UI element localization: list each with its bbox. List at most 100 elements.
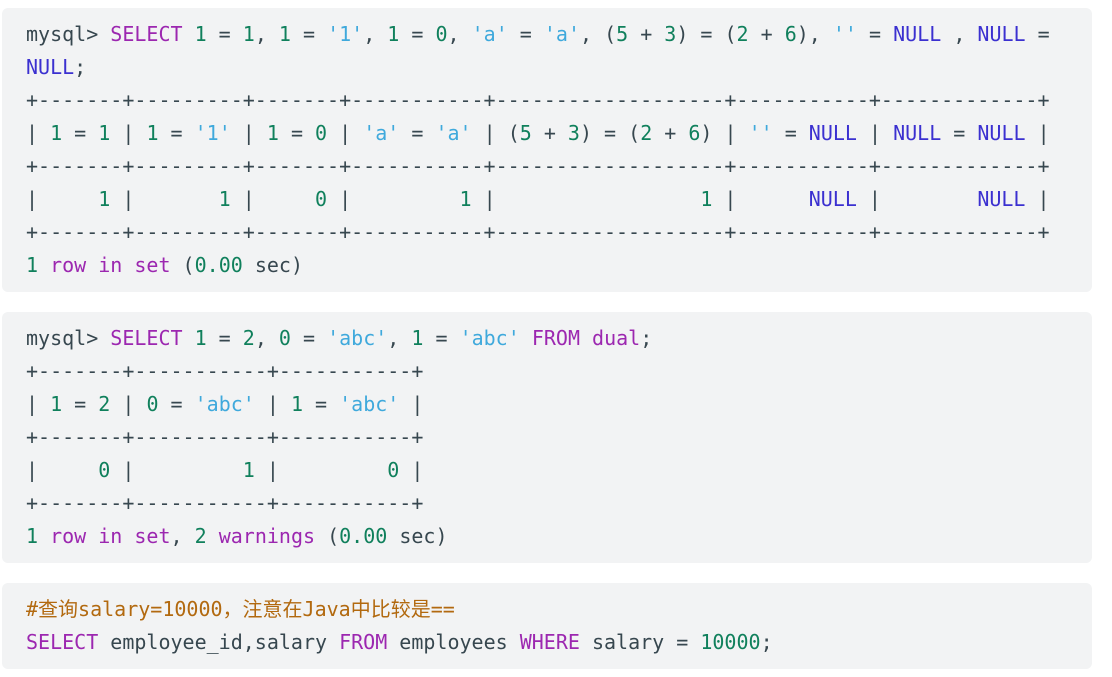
code-token: | — [1025, 187, 1050, 211]
code-token: 0 — [387, 458, 400, 482]
code-token: 'a' — [363, 121, 400, 145]
code-token: SELECT — [110, 326, 183, 350]
code-token: 1 — [146, 121, 159, 145]
code-token: row in set — [50, 253, 171, 277]
code-token: + — [531, 121, 568, 145]
code-token: | — [471, 187, 701, 211]
code-token: | — [399, 458, 424, 482]
code-token: 1 — [242, 458, 255, 482]
code-token: salary = — [579, 630, 701, 654]
code-token: WHERE — [519, 630, 580, 654]
code-token: | — [399, 392, 424, 416]
code-token: employees — [387, 630, 520, 654]
code-token: = — [62, 392, 99, 416]
code-token: 0 — [435, 22, 448, 46]
code-token: = — [399, 22, 436, 46]
code-block-dual-comparison: mysql> SELECT 1 = 2, 0 = 'abc', 1 = 'abc… — [2, 312, 1092, 563]
code-token: | ( — [471, 121, 520, 145]
code-token: 'abc' — [327, 326, 388, 350]
code-token: = — [507, 22, 544, 46]
code-token: 1 — [26, 524, 39, 548]
code-token: , ( — [579, 22, 617, 46]
code-token: | — [856, 121, 894, 145]
code-token: 'abc' — [194, 392, 255, 416]
code-token: +-------+---------+-------+-----------+-… — [26, 154, 1050, 178]
code-token: , — [254, 22, 279, 46]
code-token: , — [254, 326, 279, 350]
code-block-salary-query: #查询salary=10000，注意在Java中比较是== SELECT emp… — [2, 583, 1092, 669]
code-token: 2 — [194, 524, 207, 548]
code-token: NULL — [26, 55, 75, 79]
code-token: sec) — [242, 253, 303, 277]
code-token: '' — [748, 121, 773, 145]
code-token: FROM — [339, 630, 388, 654]
code-token: = — [158, 121, 195, 145]
code-token: NULL — [893, 121, 942, 145]
code-token: = — [206, 22, 243, 46]
code-token: | — [26, 187, 99, 211]
code-token: ( — [170, 253, 195, 277]
code-token: employee_id,salary — [98, 630, 340, 654]
code-token: NULL — [893, 22, 942, 46]
code-token: ; — [74, 55, 87, 79]
code-token: +-------+-----------+-----------+ — [26, 359, 424, 383]
code-token — [520, 326, 532, 350]
code-token: 'a' — [543, 22, 580, 46]
code-token: | — [254, 458, 388, 482]
code-token: 0.00 — [194, 253, 243, 277]
code-token: +-------+---------+-------+-----------+-… — [26, 88, 1050, 112]
code-token: , — [363, 22, 388, 46]
code-token: = — [1025, 22, 1050, 46]
code-token: mysql> — [26, 22, 111, 46]
code-token: ; — [760, 630, 773, 654]
code-token: = — [423, 326, 460, 350]
code-token: , — [387, 326, 412, 350]
code-token: 1 — [218, 187, 231, 211]
code-token: , — [170, 524, 195, 548]
code-token — [207, 524, 219, 548]
code-token: = — [206, 326, 243, 350]
code-token: 1 — [411, 326, 424, 350]
code-token: + — [748, 22, 785, 46]
code-token: ) | — [700, 121, 749, 145]
code-token: ) = ( — [676, 22, 737, 46]
code-token: FROM — [531, 326, 580, 350]
code-token: dual — [592, 326, 641, 350]
code-token: 'a' — [471, 22, 508, 46]
code-token: | — [230, 121, 267, 145]
code-token — [38, 253, 50, 277]
code-token: mysql> — [26, 326, 111, 350]
code-token: = — [941, 121, 978, 145]
code-token: 0 — [98, 458, 111, 482]
code-token: 3 — [664, 22, 677, 46]
code-token: NULL — [977, 121, 1026, 145]
code-token: = — [278, 121, 316, 145]
code-token: = — [290, 22, 328, 46]
code-token: NULL — [977, 22, 1026, 46]
code-token: NULL — [808, 121, 857, 145]
code-token: 0 — [315, 187, 328, 211]
code-token: | — [26, 458, 99, 482]
code-token: + — [628, 22, 665, 46]
code-token: | — [327, 187, 460, 211]
code-token: 6 — [688, 121, 701, 145]
code-token: = — [303, 392, 340, 416]
code-token: | — [110, 187, 219, 211]
code-token: 1 — [242, 22, 255, 46]
code-token: 0 — [315, 121, 328, 145]
code-token — [183, 22, 195, 46]
code-token: = — [772, 121, 809, 145]
code-token: 1 — [387, 22, 400, 46]
code-token: warnings — [218, 524, 316, 548]
code-token: | — [856, 187, 978, 211]
code-token: | — [110, 392, 147, 416]
code-token: 'abc' — [459, 326, 520, 350]
code-token: ; — [640, 326, 653, 350]
code-token: 1 — [50, 121, 63, 145]
code-token: 3 — [567, 121, 580, 145]
code-token: + — [652, 121, 689, 145]
code-token: NULL — [808, 187, 857, 211]
code-token: 1 — [98, 121, 111, 145]
code-token: | — [327, 121, 364, 145]
